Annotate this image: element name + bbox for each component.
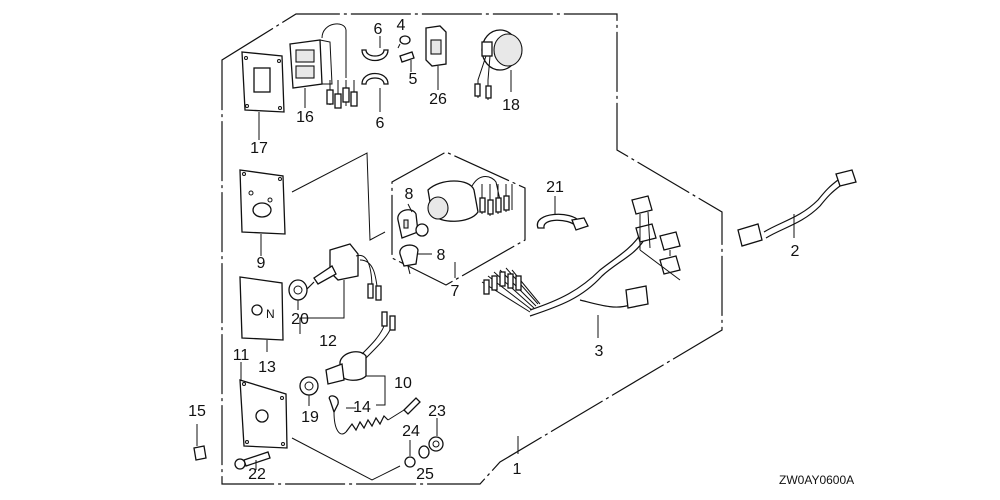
part-labels: 1 2 3 4 5 6 6 7 8 8 9 10 11 12 13 14 15 …: [188, 17, 799, 483]
part-7-ignition-switch[interactable]: [427, 176, 513, 279]
label-14[interactable]: 14: [353, 399, 371, 416]
part-6-clip-upper[interactable]: [361, 36, 389, 62]
part-4-screw[interactable]: [397, 35, 411, 49]
label-8-lower[interactable]: 8: [437, 247, 446, 264]
label-23[interactable]: 23: [428, 403, 446, 420]
part-16-rocker-switch[interactable]: [289, 23, 358, 109]
assembly-outline: [221, 13, 723, 485]
part-21-cable-band[interactable]: [536, 196, 589, 231]
label-1[interactable]: 1: [513, 461, 522, 478]
label-3[interactable]: 3: [595, 343, 604, 360]
part-5-pin[interactable]: [399, 51, 415, 72]
part-6-clip-lower[interactable]: [361, 72, 389, 113]
part-25-lock-washer[interactable]: [418, 445, 430, 459]
label-10[interactable]: 10: [394, 375, 412, 392]
part-13-panel-plate[interactable]: N: [239, 276, 284, 352]
part-19-nut[interactable]: [299, 376, 319, 406]
label-26[interactable]: 26: [429, 91, 447, 108]
label-6-lower[interactable]: 6: [376, 115, 385, 132]
label-19[interactable]: 19: [301, 409, 319, 426]
part-17-panel-plate[interactable]: [241, 51, 285, 140]
label-6-upper[interactable]: 6: [374, 21, 383, 38]
label-15[interactable]: 15: [188, 403, 206, 420]
neutral-mark: N: [266, 307, 275, 321]
part-23-nut[interactable]: [428, 418, 444, 452]
label-18[interactable]: 18: [502, 97, 520, 114]
label-24[interactable]: 24: [402, 423, 420, 440]
part-2-extension-cable[interactable]: [737, 169, 857, 247]
part-9-panel-plate[interactable]: [239, 169, 286, 256]
part-14-lanyard[interactable]: [328, 395, 421, 435]
part-18-buzzer[interactable]: [474, 29, 523, 100]
leader-11-to-washers: [291, 437, 401, 481]
label-4[interactable]: 4: [397, 17, 406, 34]
label-22[interactable]: 22: [248, 466, 266, 483]
ignition-assembly-outline: [391, 151, 526, 286]
label-7[interactable]: 7: [451, 283, 460, 300]
label-11[interactable]: 11: [233, 347, 250, 364]
part-12-toggle-switch[interactable]: [299, 243, 382, 334]
leader-9-to-7: [291, 152, 386, 241]
label-2[interactable]: 2: [791, 243, 800, 260]
part-22-bolt[interactable]: [234, 451, 271, 470]
part-8-key-lower[interactable]: [399, 244, 432, 275]
label-5[interactable]: 5: [409, 71, 418, 88]
label-17[interactable]: 17: [250, 140, 268, 157]
part-10-stop-switch[interactable]: [325, 311, 396, 406]
label-13[interactable]: 13: [258, 359, 276, 376]
label-25[interactable]: 25: [416, 466, 434, 483]
part-8-key-upper[interactable]: [397, 203, 429, 239]
label-20[interactable]: 20: [291, 311, 309, 328]
part-3-wire-harness[interactable]: [481, 195, 681, 338]
part-20-nut[interactable]: [288, 279, 308, 310]
part-24-washer[interactable]: [404, 440, 416, 468]
drawing-code: ZW0AY0600A: [779, 473, 854, 487]
label-21[interactable]: 21: [546, 179, 564, 196]
part-26-bracket[interactable]: [425, 25, 447, 90]
label-9[interactable]: 9: [257, 255, 266, 272]
label-16[interactable]: 16: [296, 109, 314, 126]
part-11-panel-plate[interactable]: [239, 362, 288, 449]
label-12[interactable]: 12: [319, 333, 337, 350]
label-8-upper[interactable]: 8: [405, 186, 414, 203]
part-15-clip[interactable]: [193, 424, 207, 461]
